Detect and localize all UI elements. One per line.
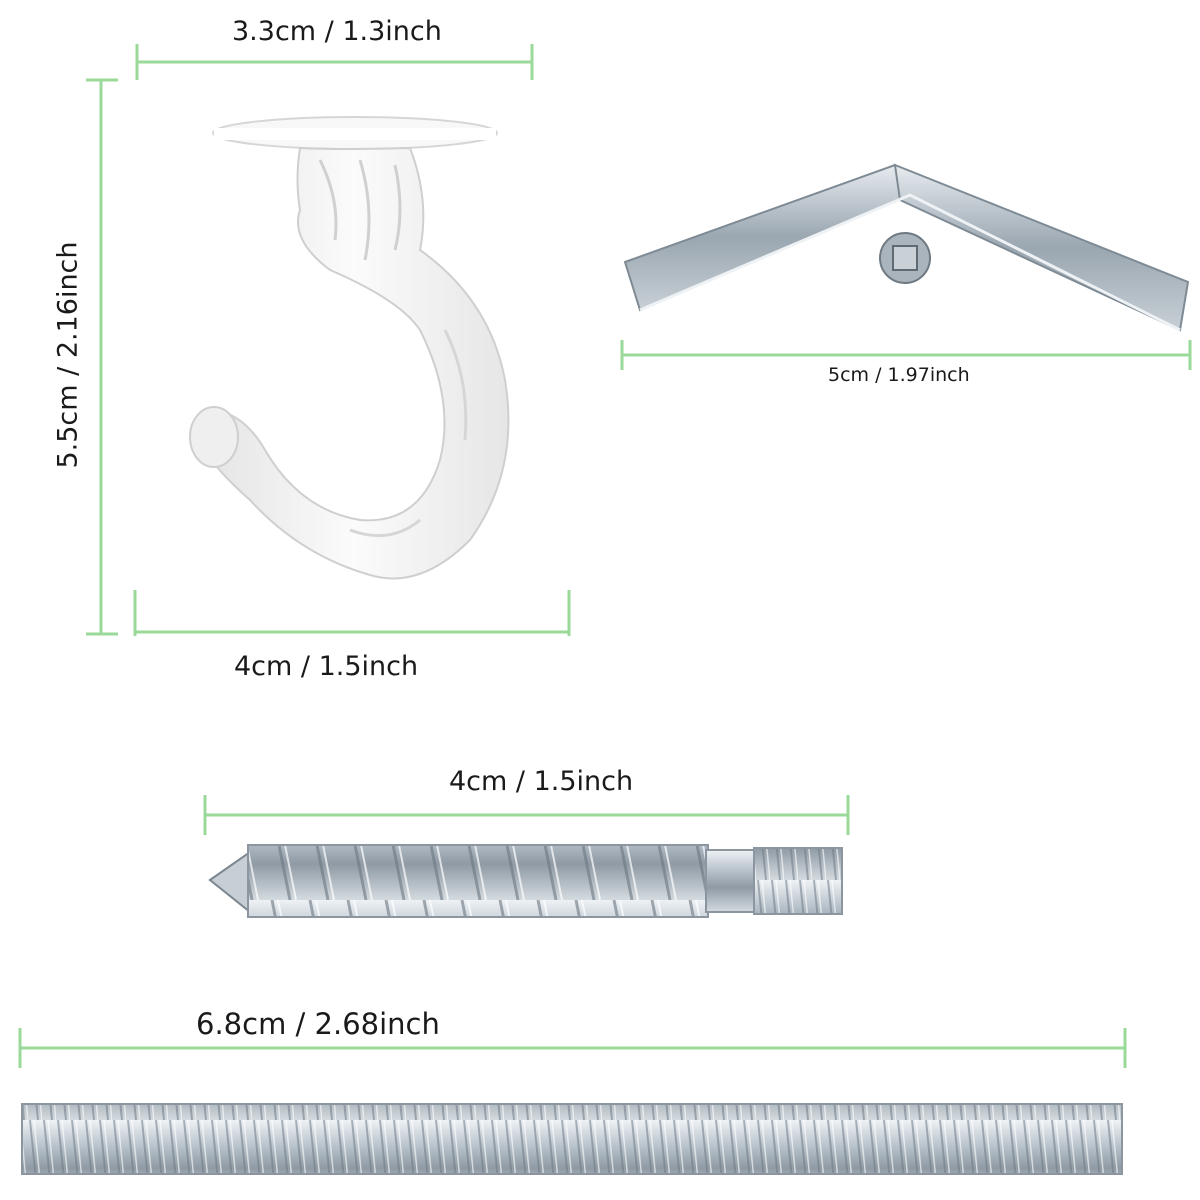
rod-length-label: 6.8cm / 2.68inch xyxy=(196,1007,440,1041)
threaded-rod-image xyxy=(21,1103,1123,1175)
rod-dimension-line xyxy=(18,1028,1127,1068)
hook-bottom-dimension-line xyxy=(133,590,571,636)
toggle-bolt-image xyxy=(623,163,1190,332)
hook-height-label: 5.5cm / 2.16inch xyxy=(52,241,84,469)
toggle-width-label: 5cm / 1.97inch xyxy=(828,364,970,386)
hook-bottom-width-label: 4cm / 1.5inch xyxy=(234,651,419,682)
toggle-dimension-line xyxy=(620,340,1192,370)
screw-length-label: 4cm / 1.5inch xyxy=(449,766,634,797)
hook-top-dimension-line xyxy=(135,44,534,80)
hanger-screw-image xyxy=(208,844,843,918)
ceiling-hook-image xyxy=(189,116,510,580)
hook-top-width-label: 3.3cm / 1.3inch xyxy=(232,16,442,47)
screw-dimension-line xyxy=(203,795,850,835)
hook-height-dimension-line xyxy=(86,78,118,636)
